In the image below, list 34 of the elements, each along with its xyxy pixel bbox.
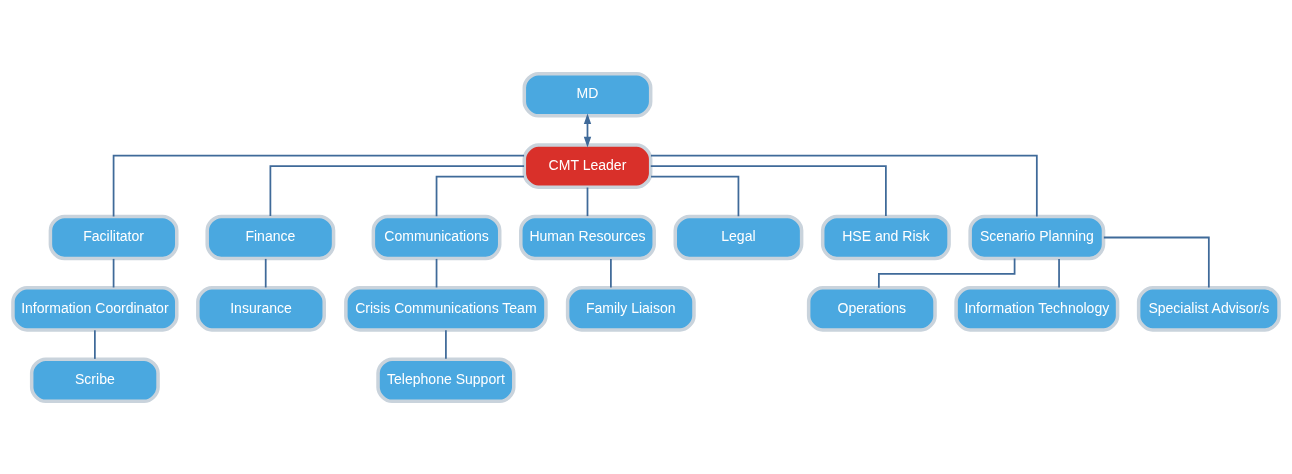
node-box: Legal	[673, 214, 804, 260]
connector	[112, 154, 525, 217]
node-box: Specialist Advisor/s	[1136, 285, 1281, 332]
connector	[112, 257, 115, 288]
node-box: Information Technology	[954, 285, 1120, 332]
node-box: CMT Leader	[522, 142, 653, 189]
connector	[1058, 257, 1060, 288]
connector	[649, 164, 887, 217]
connector	[264, 257, 267, 288]
node-box: Communications	[371, 214, 502, 260]
connector	[610, 257, 612, 288]
node-box: Operations	[806, 285, 937, 332]
connector	[435, 175, 525, 217]
node-box: Scribe	[29, 356, 160, 403]
connector	[878, 257, 1016, 289]
node-box: Crisis Communications Team	[344, 285, 548, 332]
connector	[445, 328, 447, 360]
node-box: Family Liaison	[565, 285, 696, 332]
node-box: MD	[522, 71, 653, 118]
node-box: Finance	[205, 214, 336, 260]
connector	[650, 154, 1038, 217]
node-box: Insurance	[196, 285, 326, 332]
connector	[586, 186, 589, 217]
connector	[1102, 236, 1210, 288]
node-box: Scenario Planning	[968, 214, 1106, 260]
connector	[269, 164, 525, 217]
connector	[435, 257, 438, 288]
node-box: Telephone Support	[376, 356, 516, 403]
connector	[94, 328, 96, 360]
node-box: Facilitator	[48, 214, 179, 260]
connector	[650, 175, 740, 217]
node-box: HSE and Risk	[820, 214, 951, 260]
node-box: Information Coordinator	[11, 285, 179, 332]
node-box: Human Resources	[519, 214, 656, 260]
